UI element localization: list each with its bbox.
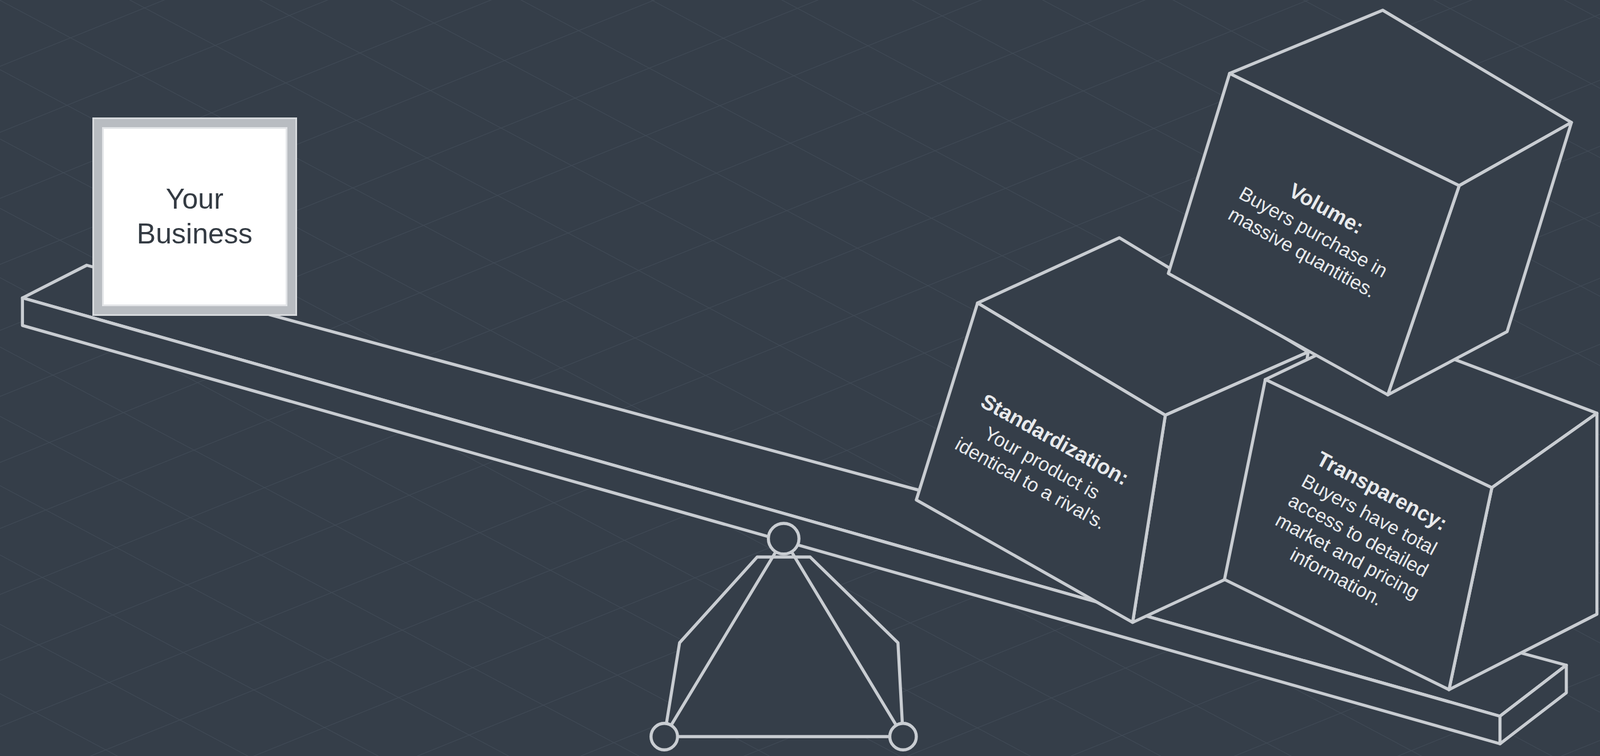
fulcrum-foot <box>651 723 678 751</box>
fulcrum-strut <box>783 538 903 737</box>
fulcrum <box>664 557 904 737</box>
cube-front <box>916 302 1166 623</box>
business-box: Your Business <box>94 119 296 315</box>
box-label: Your Business <box>113 181 276 252</box>
plank-end <box>1500 665 1567 745</box>
fulcrum-strut <box>664 538 784 737</box>
cube-front <box>1224 379 1492 690</box>
pivot <box>768 523 800 555</box>
plank-front <box>22 298 1500 745</box>
cube-front <box>1168 73 1460 396</box>
fulcrum-foot <box>889 723 917 751</box>
